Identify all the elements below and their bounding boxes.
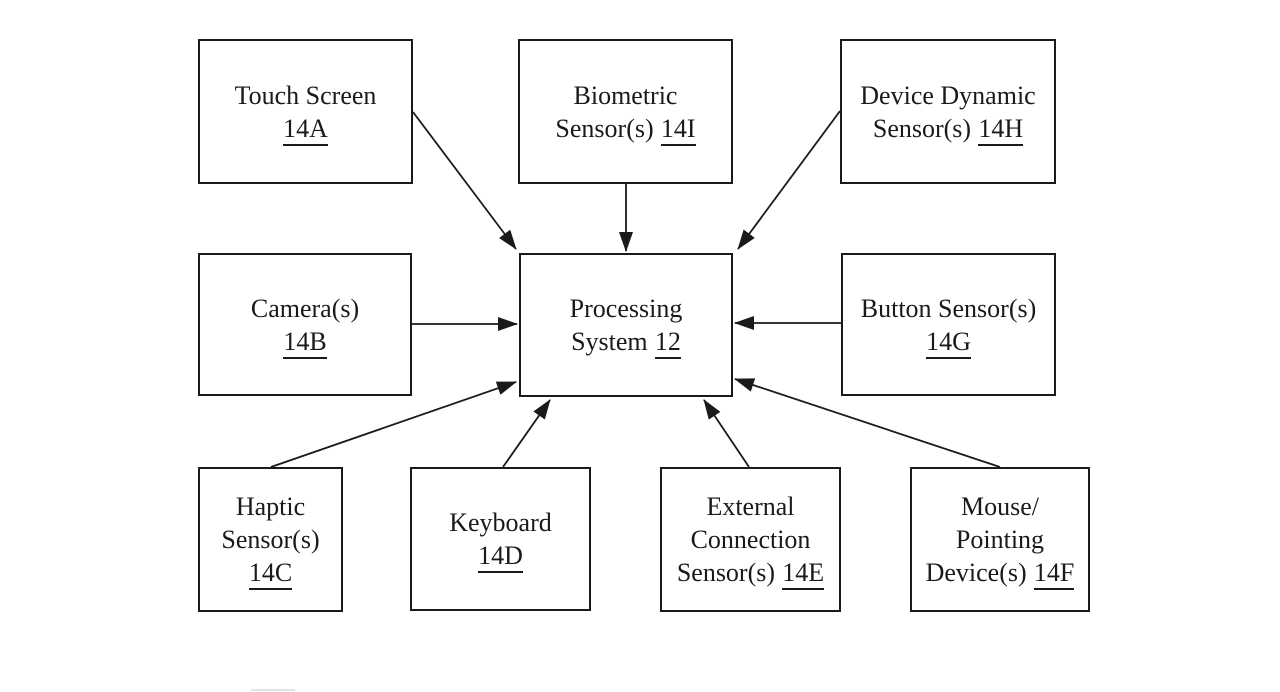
figure-caption-cropped-artifact (251, 689, 295, 691)
node-label: Biometric (573, 80, 678, 110)
node-device-dynamic-sensors: Device Dynamic Sensor(s)14H (840, 39, 1056, 184)
node-label: Sensor(s)14H (873, 112, 1024, 146)
ref-number: 14I (660, 113, 696, 146)
ref-number: 14A (283, 113, 328, 146)
node-label: 14G (926, 325, 971, 359)
ref-number: 14G (926, 326, 971, 359)
node-label: Processing (569, 294, 683, 323)
node-label: External (706, 492, 795, 521)
node-label: Haptic (235, 492, 306, 521)
node-label: Sensor(s) (221, 525, 320, 554)
node-label: Touch Screen (234, 80, 377, 110)
node-label: Pointing (955, 525, 1045, 554)
node-label: Camera(s) (250, 293, 360, 323)
node-label: Keyboard (449, 508, 552, 537)
node-biometric-sensors: Biometric Sensor(s)14I (518, 39, 733, 184)
node-label: Mouse/ (961, 492, 1039, 521)
node-cameras: Camera(s) 14B (198, 253, 412, 396)
node-label: Device(s)14F (926, 556, 1075, 590)
arrow-touch-screen-to-processing (412, 111, 517, 250)
node-label: 14C (248, 556, 293, 590)
node-label: 14A (283, 112, 328, 146)
node-haptic-sensors: Haptic Sensor(s) 14C (198, 467, 343, 612)
node-external-connection-sensors: External Connection Sensor(s)14E (660, 467, 841, 612)
node-label: Sensor(s)14I (555, 112, 696, 146)
node-label: Button Sensor(s) (860, 293, 1037, 323)
node-label: 14B (283, 325, 327, 359)
node-touch-screen: Touch Screen 14A (198, 39, 413, 184)
node-button-sensors: Button Sensor(s) 14G (841, 253, 1056, 396)
node-keyboard: Keyboard 14D (410, 467, 591, 611)
node-label: Connection (690, 525, 811, 554)
ref-number: 14F (1033, 558, 1075, 590)
node-mouse-pointing-devices: Mouse/ Pointing Device(s)14F (910, 467, 1090, 612)
ref-number: 14B (283, 326, 327, 359)
node-label: Device Dynamic (860, 80, 1036, 110)
ref-number: 12 (654, 327, 681, 359)
ref-number: 14D (478, 541, 523, 573)
ref-number: 14H (978, 113, 1024, 146)
node-label: Sensor(s)14E (677, 556, 825, 590)
arrow-keyboard-to-processing (502, 399, 551, 468)
node-label: 14D (478, 539, 523, 573)
arrow-device-dynamic-to-processing (737, 110, 841, 250)
ref-number: 14E (782, 558, 825, 590)
ref-number: 14C (248, 558, 293, 590)
arrow-external-connection-to-processing (703, 399, 750, 468)
